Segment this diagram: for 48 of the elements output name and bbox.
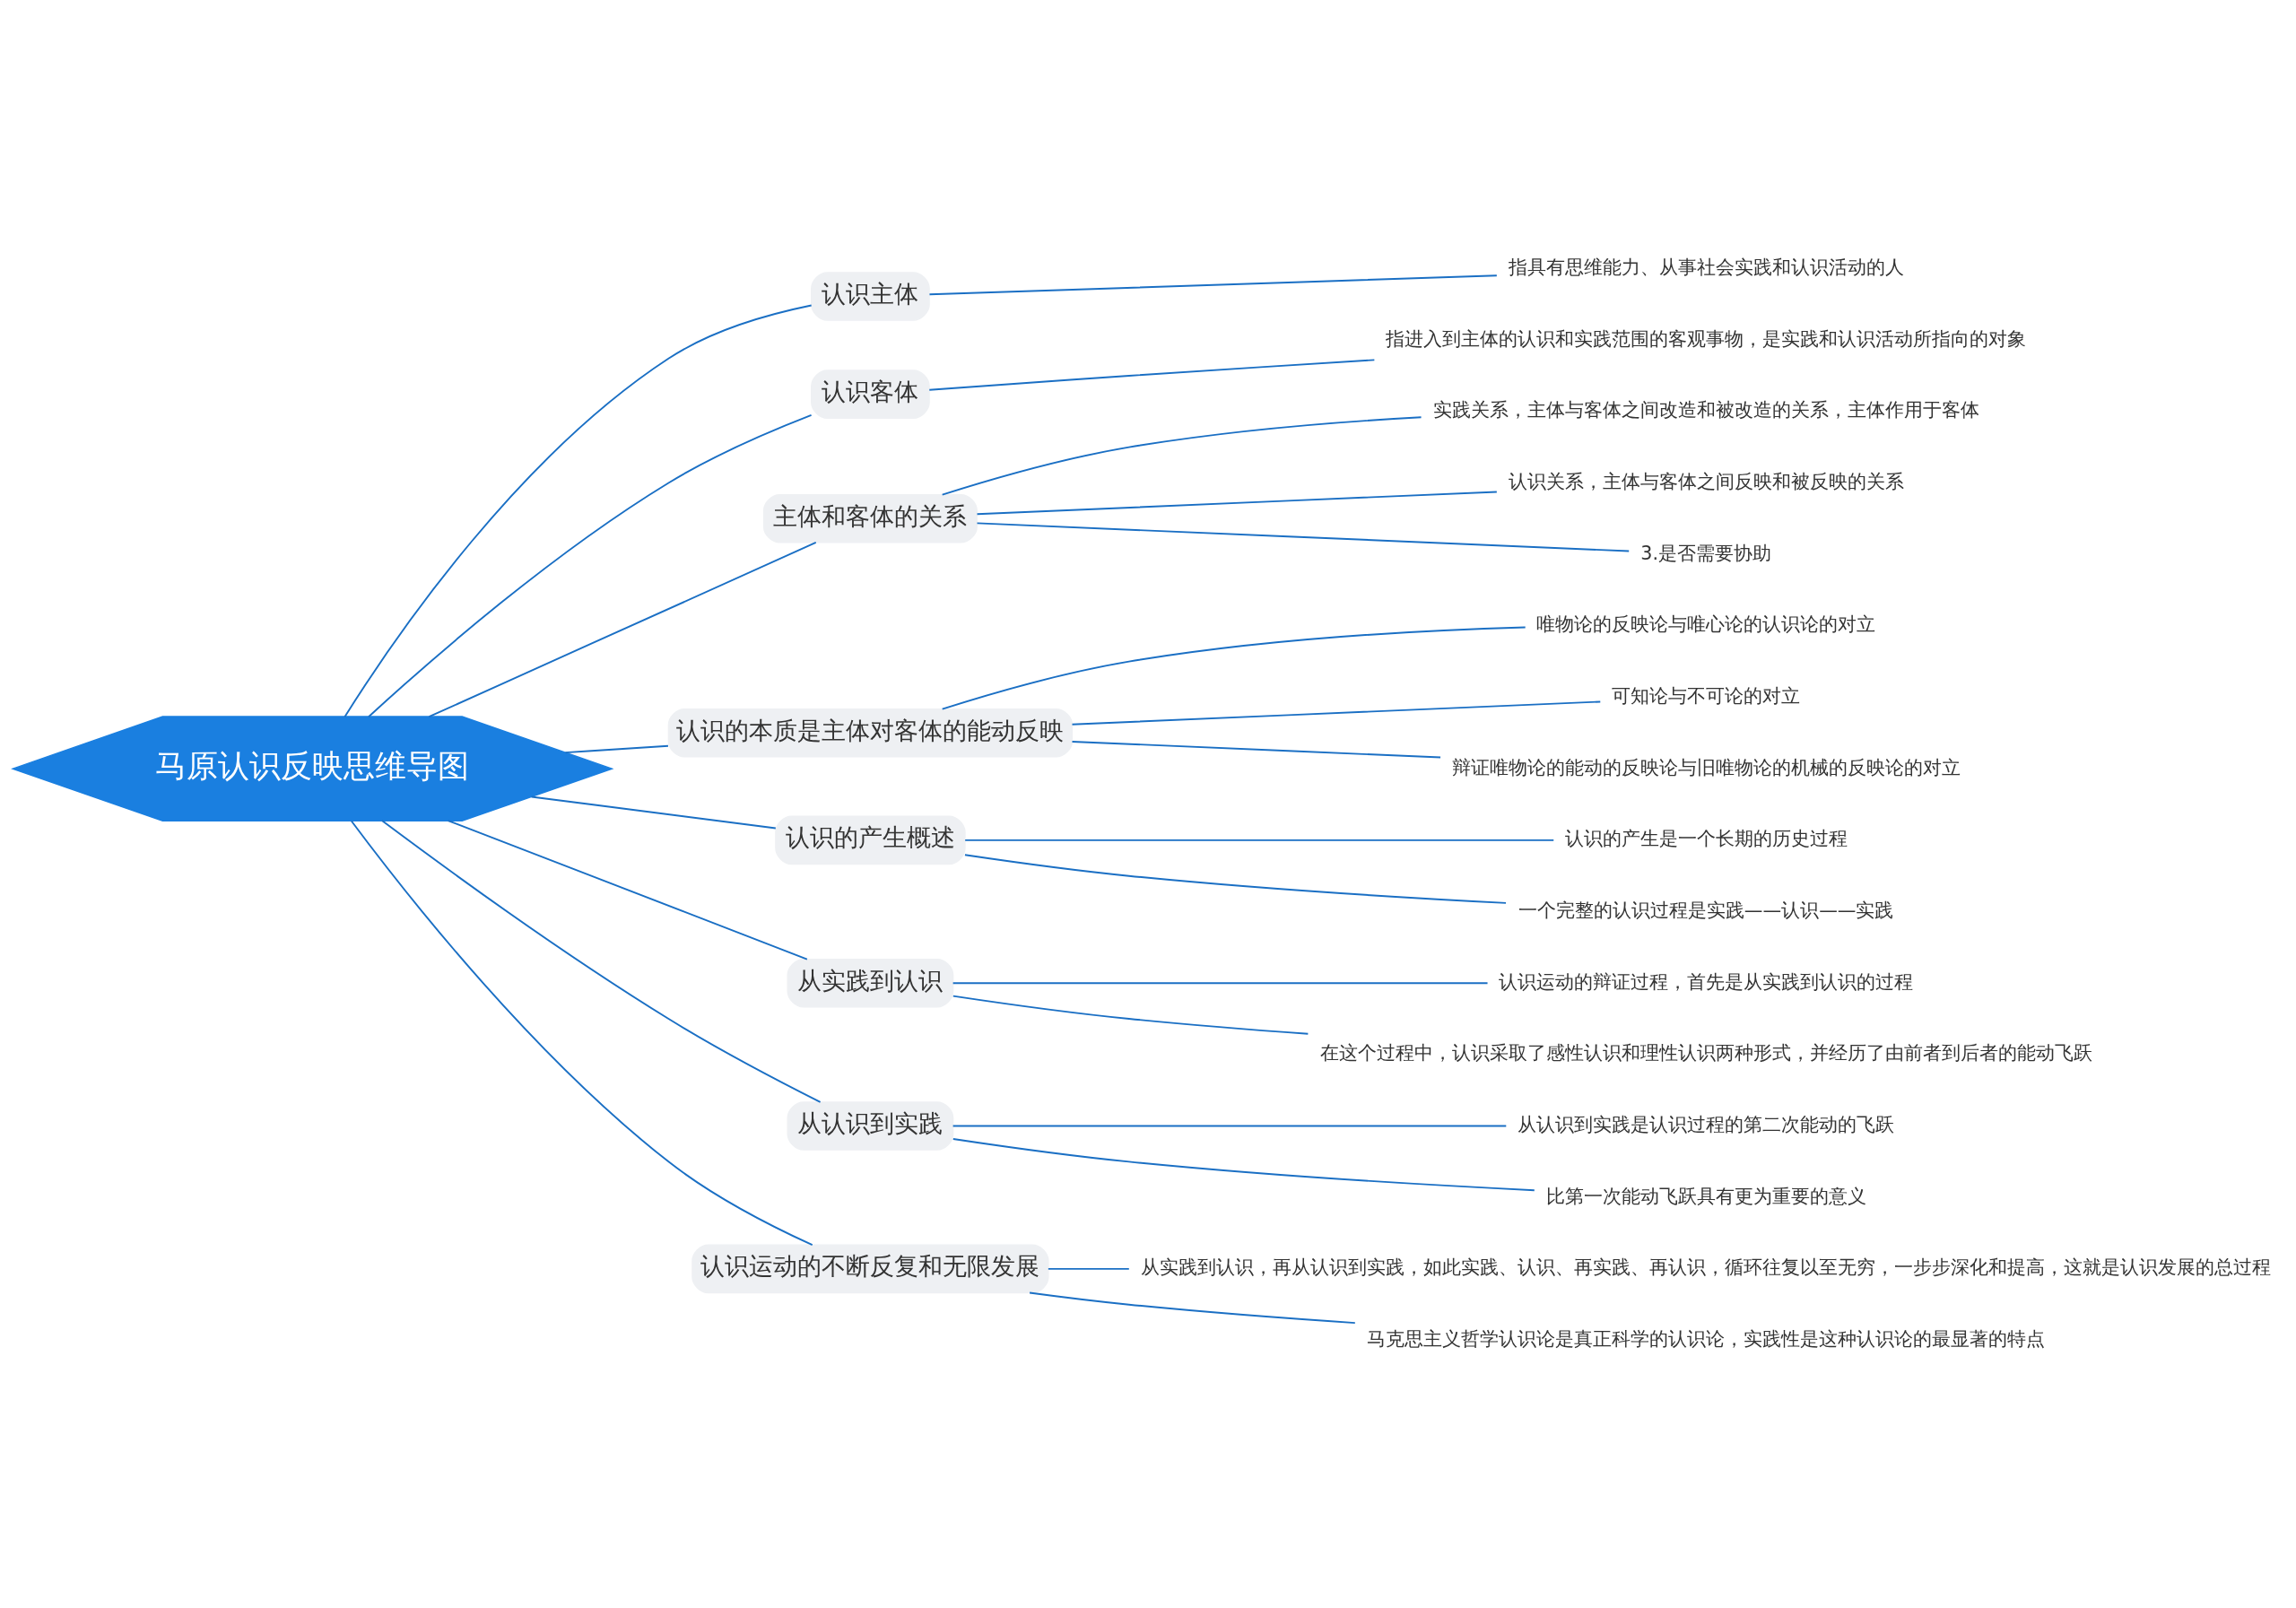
node-text: 比第一次能动飞跃具有更为重要的意义: [1545, 1185, 1866, 1207]
connector: [964, 839, 1555, 841]
node-text: 指具有思维能力、从事社会实践和认识活动的人: [1508, 256, 1904, 278]
connector: [964, 853, 1507, 904]
connector: [952, 981, 1489, 984]
node-box: 认识客体: [811, 369, 930, 419]
node-text: 唯物论的反映论与唯心论的认识论的对立: [1536, 613, 1876, 635]
connector: [1071, 740, 1441, 758]
node-box: 主体和客体的关系: [762, 493, 978, 543]
node-text: 从认识到实践是认识过程的第二次能动的飞跃: [1518, 1113, 1895, 1135]
connector: [350, 820, 813, 1246]
connector: [976, 490, 1498, 515]
connector: [976, 521, 1631, 552]
connector: [941, 415, 1422, 496]
node-text: 从实践到认识，再从认识到实践，如此实践、认识、再实践、再认识，循环往复以至无穷，一步步深化和提高，这就是认识发展的总过程: [1141, 1256, 2272, 1278]
connector: [952, 1125, 1508, 1126]
connector: [564, 744, 669, 753]
connector: [344, 304, 813, 717]
node-box: 认识的产生概述: [775, 815, 966, 865]
node-text: 指进入到主体的认识和实践范围的客观事物，是实践和认识活动所指向的对象: [1386, 327, 2027, 350]
connector: [928, 358, 1376, 391]
connector: [368, 413, 813, 717]
node-text: 马克思主义哲学认识论是真正科学的认识论，实践性是这种认识论的最显著的特点: [1367, 1327, 2046, 1350]
connector: [1071, 700, 1602, 726]
node-text: 一个完整的认识过程是实践——认识——实践: [1518, 899, 1894, 921]
connector: [447, 819, 808, 960]
node-text: 认识关系，主体与客体之间反映和被反映的关系: [1508, 470, 1904, 492]
node-text: 辩证唯物论的能动的反映论与旧唯物论的机械的反映论的对立: [1451, 756, 1961, 778]
connector: [380, 819, 822, 1103]
connector: [428, 541, 817, 717]
node-text: 在这个过程中，认识采取了感性认识和理性认识两种形式，并经历了由前者到后者的能动飞跃: [1319, 1041, 2092, 1064]
connector: [1047, 1267, 1130, 1270]
node-text: 实践关系，主体与客体之间改造和被改造的关系，主体作用于客体: [1432, 398, 1979, 421]
node-box: 认识的本质是主体对客体的能动反映: [667, 708, 1074, 758]
connector: [1029, 1291, 1356, 1324]
node-box: 从实践到认识: [787, 958, 954, 1007]
connector: [530, 795, 777, 829]
connector: [941, 626, 1526, 710]
connector: [952, 995, 1309, 1035]
node-box: 认识运动的不断反复和无限发展: [691, 1244, 1049, 1293]
node-text: 3.是否需要协助: [1640, 542, 1771, 564]
connector: [952, 1137, 1535, 1191]
connector: [928, 274, 1498, 295]
node-box: 认识主体: [811, 271, 930, 321]
node-box: 从认识到实践: [787, 1100, 954, 1151]
node-text: 可知论与不可论的对立: [1612, 684, 1801, 707]
node-text: 认识运动的辩证过程，首先是从实践到认识的过程: [1499, 970, 1914, 993]
node-text: 认识的产生是一个长期的历史过程: [1564, 827, 1848, 849]
